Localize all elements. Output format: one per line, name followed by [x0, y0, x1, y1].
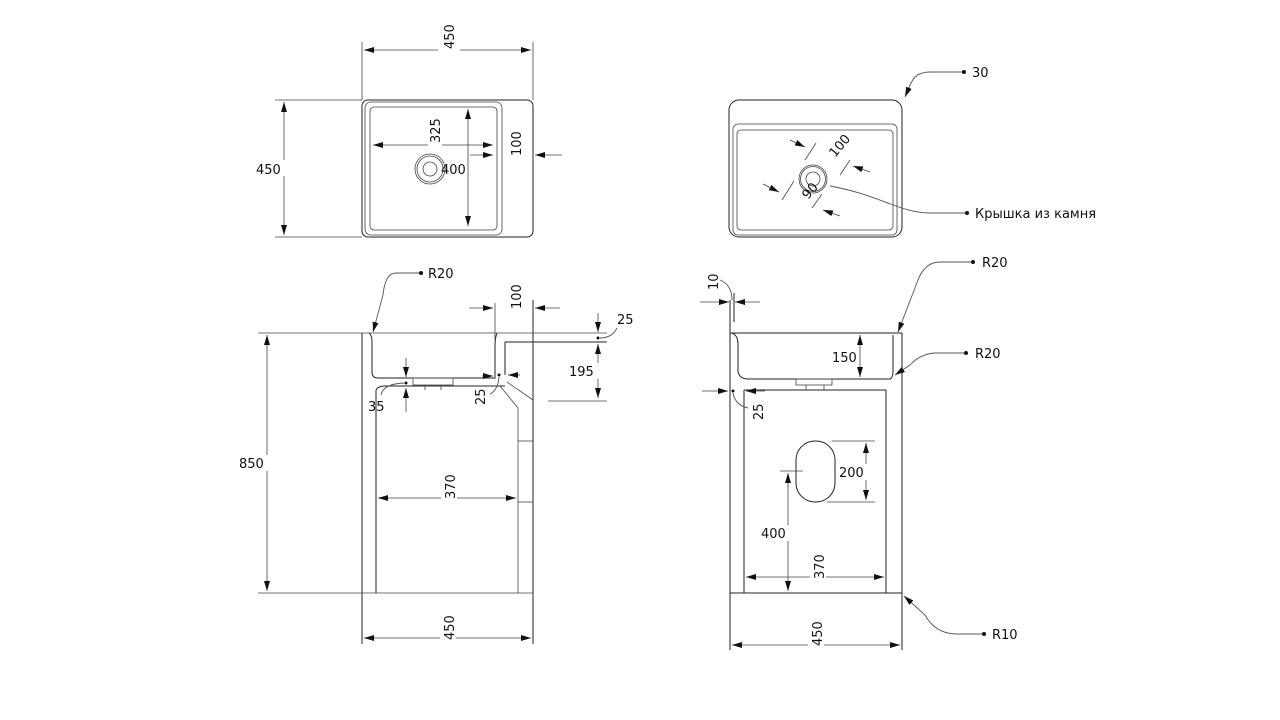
dim-inner-width: 370: [813, 554, 828, 579]
corner-radius-callout: 30: [972, 66, 989, 81]
drain-inner: [422, 161, 438, 177]
dim-side-wall: 25: [752, 403, 767, 420]
dim-top-offset: 100: [510, 284, 525, 309]
bowl-inner: [369, 106, 498, 231]
dim-inner-depth: 400: [441, 163, 466, 178]
top-plan-right-view: 100 90 30 Крышка из камня: [728, 66, 1096, 238]
basin-outline: [728, 99, 903, 238]
dim-diag-outer: 100: [827, 132, 854, 161]
drain-outer: [414, 153, 446, 185]
dim-bottom-thickness: 35: [368, 400, 385, 415]
dim-inner-width: 325: [429, 118, 444, 143]
dim-hole-elevation: 400: [761, 527, 786, 542]
drain-outer: [798, 164, 828, 194]
dim-hole-height: 200: [839, 466, 864, 481]
radius-callout: R20: [428, 267, 454, 282]
dim-wall-thickness: 10: [707, 273, 722, 290]
dim-width: 450: [443, 24, 458, 49]
dim-width: 450: [443, 615, 458, 640]
dim-basin-depth: 195: [569, 365, 594, 380]
dim-inner-width: 370: [444, 474, 459, 499]
drain-cover-callout: Крышка из камня: [975, 207, 1096, 222]
dim-width: 450: [811, 621, 826, 646]
radius-callout-bottom: R20: [975, 347, 1001, 362]
pipe-hole: [795, 440, 836, 503]
front-left-view: 850 450 370 100 25 195 35 25: [238, 267, 634, 644]
bowl-rim: [364, 101, 503, 236]
top-plan-left-view: 450 450 325 400 100: [256, 24, 562, 238]
dim-basin-depth: 150: [832, 351, 857, 366]
basin-outline: [361, 99, 534, 238]
front-right-view: 10 150 25 200 400 370 450 R20: [700, 256, 1018, 650]
drain-inner: [805, 171, 821, 187]
drain-fitting: [795, 378, 833, 386]
dim-height: 850: [239, 457, 264, 472]
radius-callout-base: R10: [992, 628, 1018, 643]
dim-depth: 450: [256, 163, 281, 178]
radius-callout-top: R20: [982, 256, 1008, 271]
dim-rim: 25: [617, 313, 634, 328]
dim-wall: 25: [474, 388, 489, 405]
dim-offset: 100: [510, 131, 525, 156]
drain-fitting: [412, 377, 454, 386]
